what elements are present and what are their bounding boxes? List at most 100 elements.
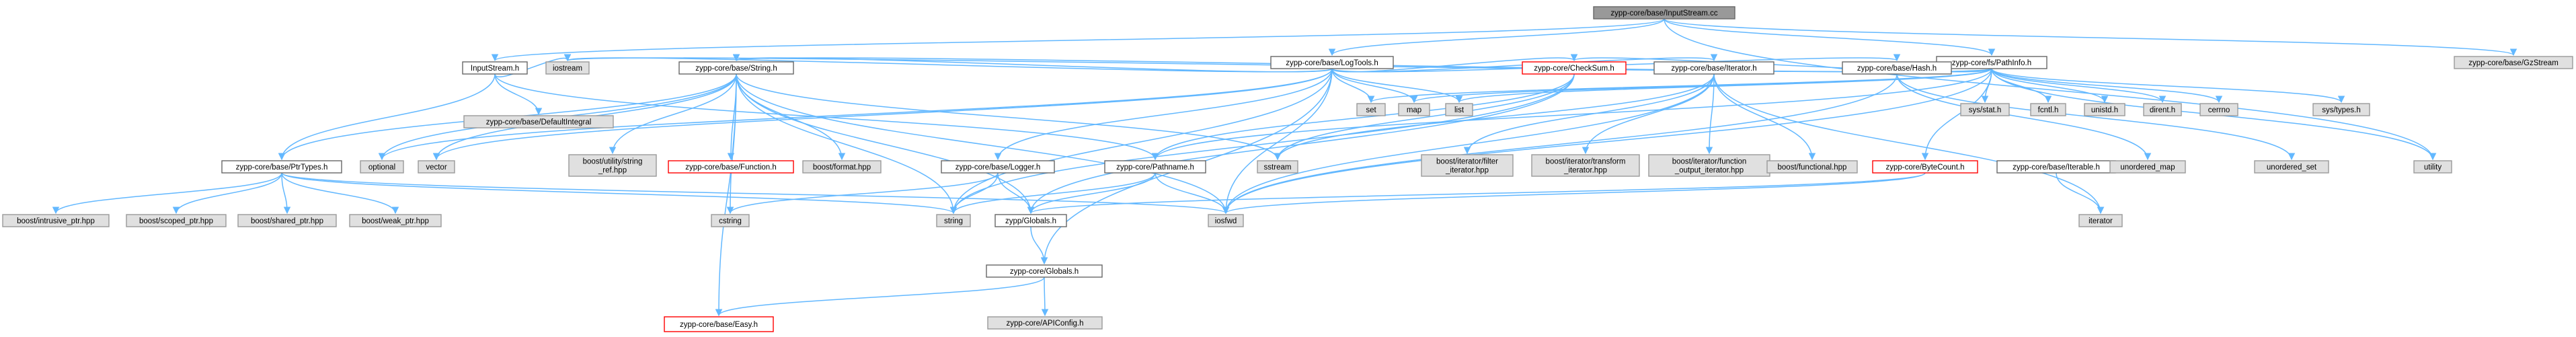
node-label: string <box>944 217 963 225</box>
node-logtools[interactable]: zypp-core/base/LogTools.h <box>1270 56 1394 69</box>
node-bytecount[interactable]: zypp-core/ByteCount.h <box>1872 160 1978 174</box>
edge-checksum-to-string <box>949 73 1575 215</box>
node-label: boost/functional.hpp <box>1778 163 1847 172</box>
node-unordered-map: unordered_map <box>2109 160 2186 174</box>
node-logger-h[interactable]: zypp-core/base/Logger.h <box>941 160 1055 174</box>
edges-layer <box>52 18 2517 317</box>
node-label: iterator <box>2089 217 2113 225</box>
node-fcntl: fcntl.h <box>2030 103 2066 116</box>
node-ptrtypes[interactable]: zypp-core/base/PtrTypes.h <box>221 160 342 174</box>
node-label: zypp-core/base/Iterator.h <box>1671 65 1756 73</box>
node-box <box>1842 61 1952 75</box>
edge-iterator_h-to-sstream <box>1274 73 1715 161</box>
node-string: string <box>936 214 971 227</box>
node-optional: optional <box>360 160 404 174</box>
node-iterable[interactable]: zypp-core/base/Iterable.h <box>1996 160 2116 174</box>
node-box <box>1653 61 1774 75</box>
edge-hash_h-to-unordered_map <box>1896 73 2152 161</box>
edge-pathinfo-to-sys_types <box>1991 68 2345 104</box>
node-label: list <box>1454 106 1465 114</box>
edge-pathinfo-to-list <box>1456 68 1992 104</box>
node-label: sys/stat.h <box>1969 106 2002 114</box>
node-box <box>1872 160 1978 174</box>
node-label: boost/iterator/function <box>1672 158 1747 166</box>
node-string-h[interactable]: zypp-core/base/String.h <box>678 61 794 75</box>
edge-checksum-to-sstream <box>1274 73 1575 161</box>
node-box <box>802 160 882 174</box>
node-box <box>987 316 1103 330</box>
node-label: InputStream.h <box>471 65 519 73</box>
node-label: map <box>1407 106 1421 114</box>
node-label: zypp-core/Pathname.h <box>1116 163 1194 172</box>
node-box <box>936 214 971 227</box>
edge-pathinfo-to-cerrno <box>1991 68 2223 104</box>
node-iterator-h[interactable]: zypp-core/base/Iterator.h <box>1653 61 1774 75</box>
node-label: utility <box>2424 163 2442 172</box>
node-box <box>2 214 110 227</box>
node-pathinfo[interactable]: zypp-core/fs/PathInfo.h <box>1936 56 2047 69</box>
node-box <box>2078 214 2123 227</box>
node-sys-stat: sys/stat.h <box>1960 103 2010 116</box>
node-box <box>2143 103 2182 116</box>
node-globals-core[interactable]: zypp-core/Globals.h <box>986 264 1103 278</box>
node-box <box>1445 103 1473 116</box>
node-label: _iterator.hpp <box>1445 167 1489 175</box>
edge-pathinfo-to-dirent <box>1991 68 2167 104</box>
edge-inputstream_h-to-ptrtypes <box>278 73 496 161</box>
node-easy-h[interactable]: zypp-core/base/Easy.h <box>664 316 774 332</box>
node-label: zypp-core/base/DefaultIntegral <box>486 118 592 126</box>
node-label: cstring <box>719 217 742 225</box>
node-label: zypp-core/base/GzStream <box>2468 59 2559 67</box>
edge-logger_h-to-cstring <box>726 172 999 215</box>
edge-iterable-to-iterator <box>2056 172 2105 215</box>
node-inputstream-h[interactable]: InputStream.h <box>462 61 528 75</box>
edge-root-to-gzstream <box>1664 18 2517 57</box>
node-label: iostream <box>553 65 582 73</box>
edge-root-to-logtools <box>1328 18 1665 57</box>
node-unistd: unistd.h <box>2084 103 2125 116</box>
edge-globals_core-to-easy_h <box>715 276 1045 317</box>
node-box <box>2413 160 2452 174</box>
node-box <box>237 214 337 227</box>
node-label: zypp-core/base/Function.h <box>685 163 777 172</box>
node-box <box>2109 160 2186 174</box>
node-checksum[interactable]: zypp-core/CheckSum.h <box>1522 61 1627 75</box>
node-box <box>1766 160 1858 174</box>
node-label: boost/format.hpp <box>813 163 871 172</box>
node-sys-types: sys/types.h <box>2312 103 2370 116</box>
edge-inputstream_h-to-defaultintegral <box>494 73 543 116</box>
node-boost-transform: boost/iterator/transform_iterator.hpp <box>1531 154 1640 177</box>
node-boost-scoped: boost/scoped_ptr.hpp <box>126 214 227 227</box>
node-label: unordered_map <box>2120 163 2175 172</box>
node-label: zypp-core/base/LogTools.h <box>1286 59 1378 67</box>
node-function-h[interactable]: zypp-core/base/Function.h <box>668 160 794 174</box>
node-pathname[interactable]: zypp-core/Pathname.h <box>1104 160 1206 174</box>
node-box <box>221 160 342 174</box>
node-root[interactable]: zypp-core/base/InputStream.cc <box>1593 6 1735 20</box>
node-box <box>2199 103 2238 116</box>
node-label: zypp-core/base/PtrTypes.h <box>236 163 328 172</box>
edge-ptrtypes-to-iosfwd <box>281 172 1229 215</box>
node-box <box>1960 103 2010 116</box>
node-box <box>2254 160 2329 174</box>
node-label: unordered_set <box>2267 163 2317 172</box>
node-box <box>1356 103 1386 116</box>
node-boost-filter: boost/iterator/filter_iterator.hpp <box>1421 154 1514 177</box>
node-label: zypp-core/base/Easy.h <box>680 321 758 329</box>
node-boost-functional: boost/functional.hpp <box>1766 160 1858 174</box>
node-box <box>360 160 404 174</box>
edge-pathinfo-to-pathname <box>1151 68 1992 161</box>
node-globals-zypp[interactable]: zypp/Globals.h <box>994 214 1067 227</box>
node-label: zypp/Globals.h <box>1005 217 1056 225</box>
node-box <box>2312 103 2370 116</box>
node-box <box>1257 160 1298 174</box>
node-box <box>986 264 1103 278</box>
node-boost-intrusive: boost/intrusive_ptr.hpp <box>2 214 110 227</box>
node-label: fcntl.h <box>2038 106 2059 114</box>
node-label: boost/shared_ptr.hpp <box>251 217 323 225</box>
node-hash-h[interactable]: zypp-core/base/Hash.h <box>1842 61 1952 75</box>
edge-globals_core-to-apiconfig <box>1041 276 1049 317</box>
node-label: boost/weak_ptr.hpp <box>362 217 429 225</box>
edge-globals_zypp-to-globals_core <box>1030 226 1048 265</box>
